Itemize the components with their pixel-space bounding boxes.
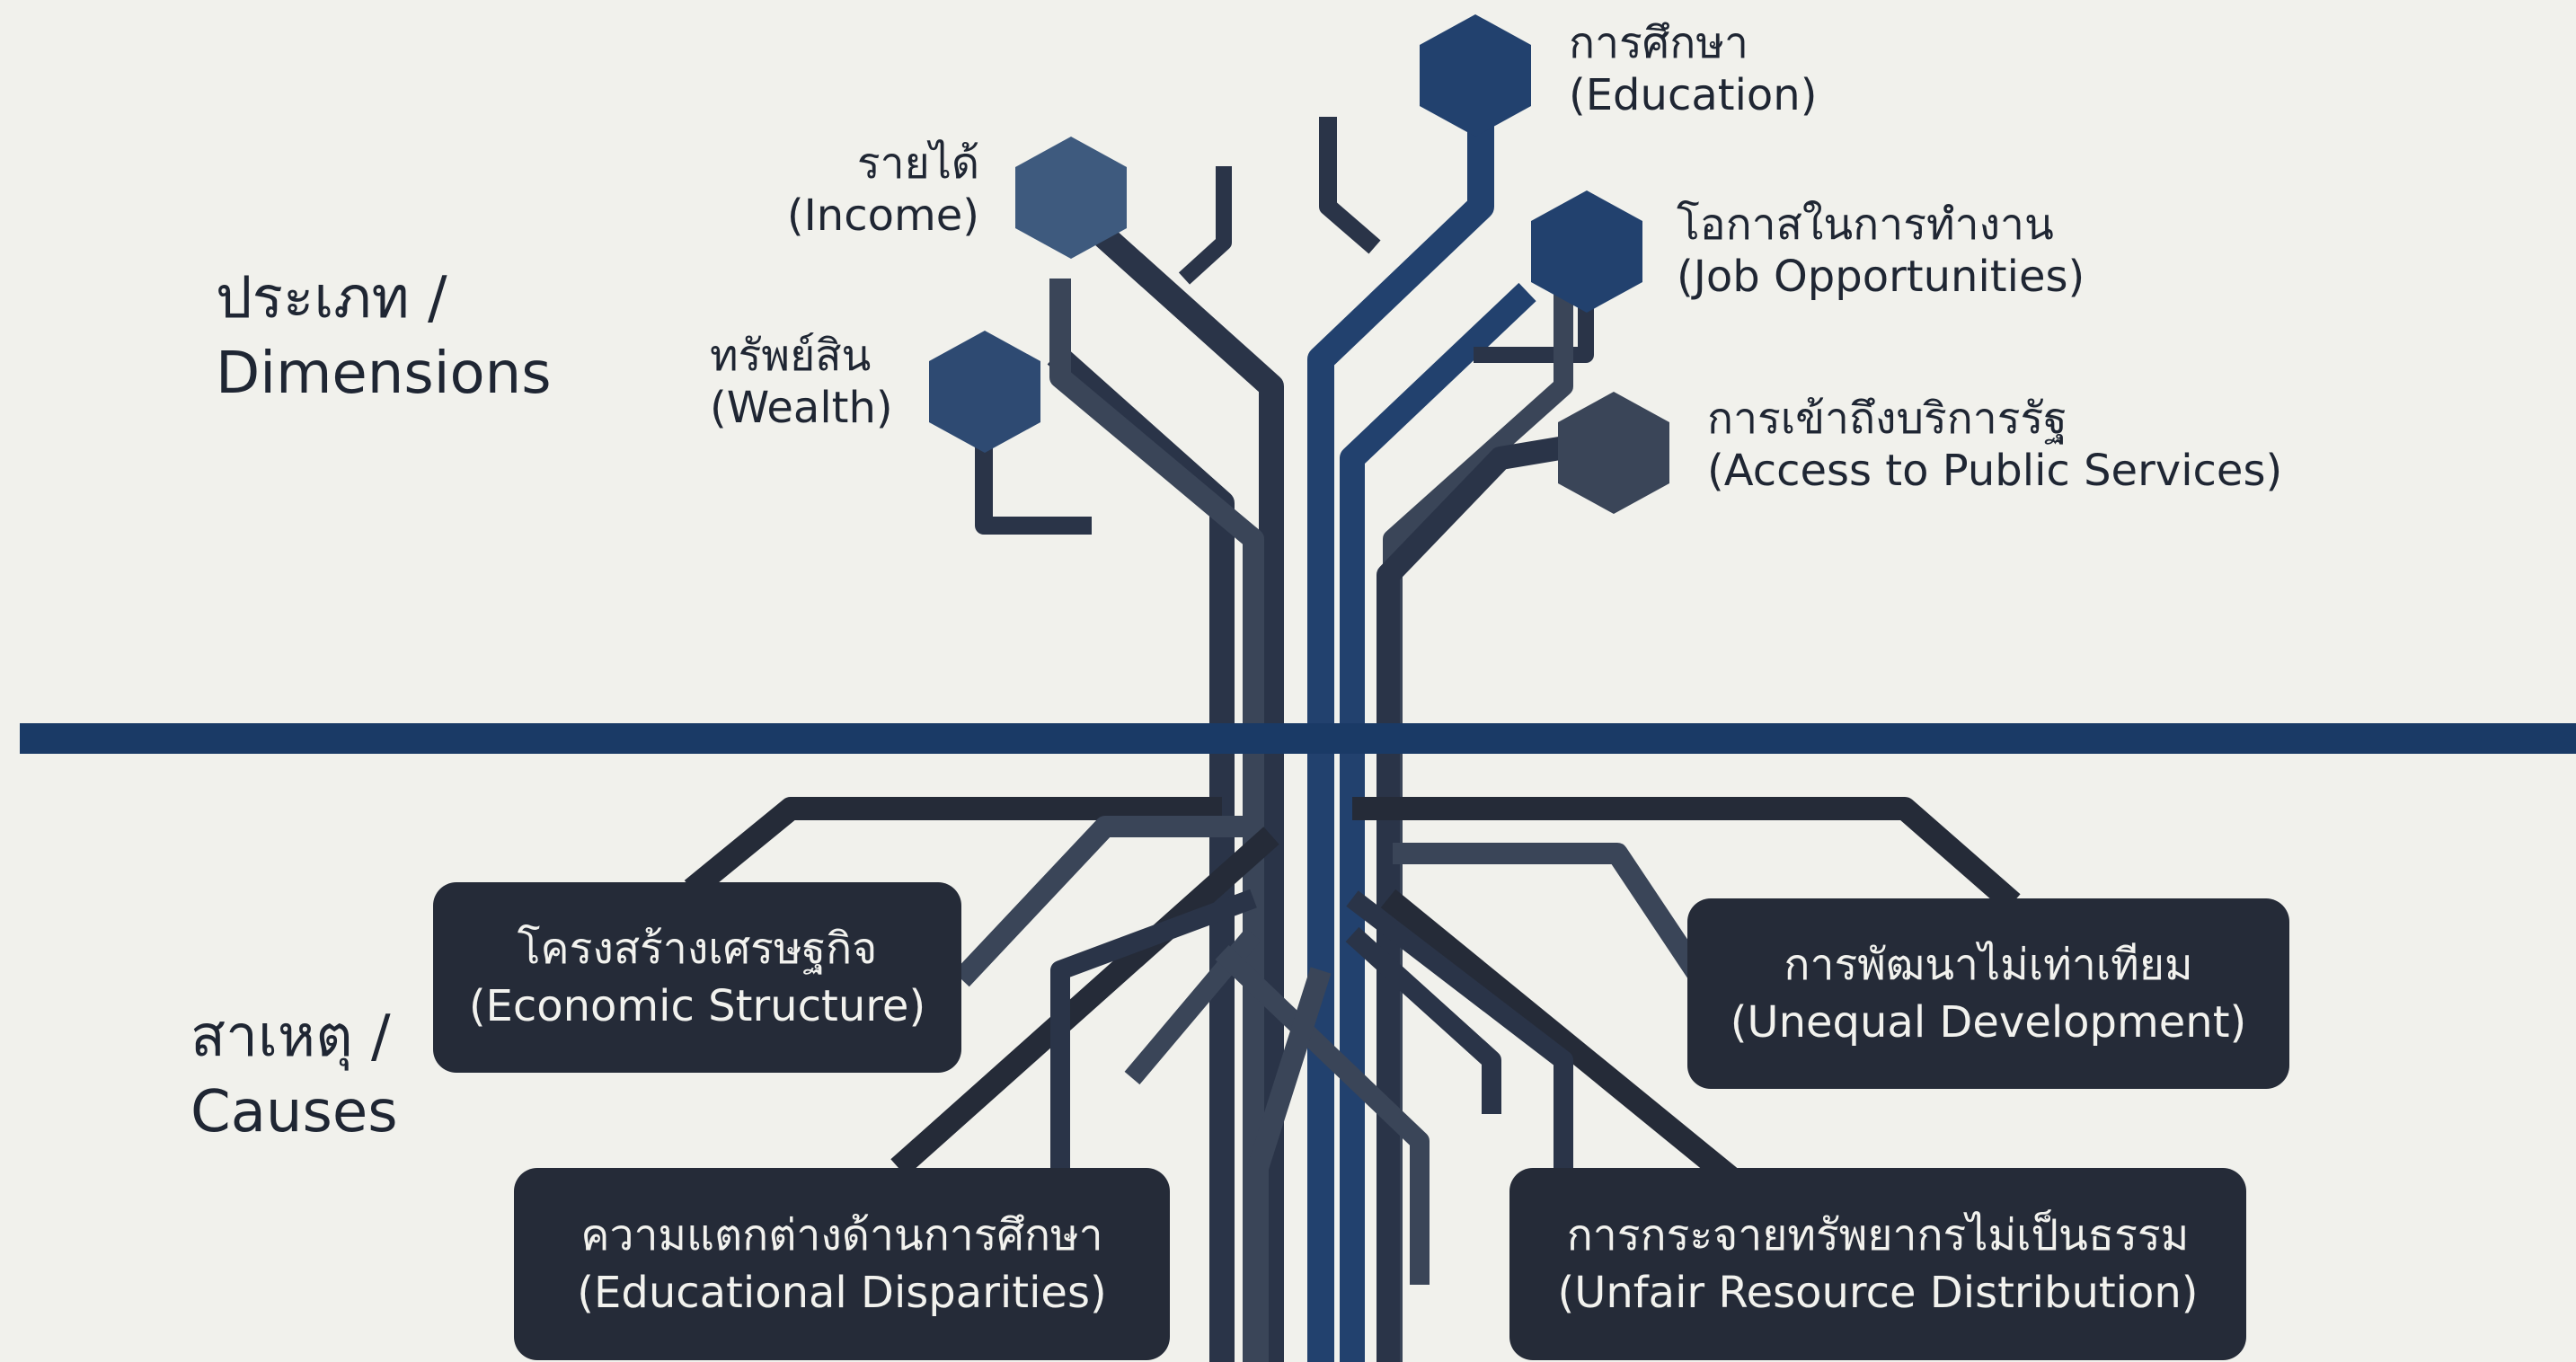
root-unequal-development-2: [1393, 843, 1716, 995]
branch-job: [1340, 282, 1536, 1362]
cause-educational-disparities-th: ความแตกต่างด้านการศึกษา: [580, 1210, 1103, 1260]
branch-income-twig: [1178, 166, 1232, 285]
dimension-public-services-en: (Access to Public Services): [1707, 445, 2283, 496]
branch-income: [1087, 219, 1284, 1362]
cause-box-economic-structure: โครงสร้างเศรษฐกิจ (Economic Structure): [433, 882, 961, 1073]
dimension-income-th: รายได้: [856, 138, 979, 189]
dimension-income-en: (Income): [786, 190, 979, 241]
causes-label-th: สาเหตุ /: [190, 1004, 391, 1070]
hex-node-public-services: [1558, 392, 1669, 514]
cause-unfair-resource-distribution-th: การกระจายทรัพยากรไม่เป็นธรรม: [1566, 1210, 2190, 1260]
cause-unequal-development-th: การพัฒนาไม่เท่าเทียม: [1784, 940, 2193, 990]
dimension-label-wealth: ทรัพย์สิน (Wealth): [710, 331, 893, 434]
dimension-public-services-th: การเข้าถึงบริการรัฐ: [1707, 394, 2067, 444]
dimension-label-education: การศึกษา (Education): [1569, 18, 1817, 121]
cause-unfair-resource-distribution-en: (Unfair Resource Distribution): [1557, 1268, 2199, 1318]
dimension-job-th: โอกาสในการทำงาน: [1677, 199, 2054, 250]
branch-income-inner: [1049, 279, 1264, 1362]
root-educational-disparities-2: [1050, 889, 1257, 1168]
branch-job-twig: [1474, 305, 1594, 363]
dimension-wealth-en: (Wealth): [710, 382, 893, 433]
hex-node-wealth: [929, 331, 1040, 453]
hex-node-job: [1531, 190, 1642, 313]
dimensions-section-label: ประเภท / Dimensions: [216, 261, 552, 411]
cause-economic-structure-en: (Economic Structure): [468, 981, 926, 1031]
dimension-label-job: โอกาสในการทำงาน (Job Opportunities): [1677, 199, 2085, 303]
root-economic-structure-2: [953, 816, 1253, 987]
root-unfair-distribution: [1380, 889, 1738, 1187]
branch-education: [1307, 126, 1494, 1362]
root-unequal-development: [1352, 797, 2021, 912]
branch-education-twig: [1319, 117, 1381, 254]
dimension-education-en: (Education): [1569, 69, 1818, 120]
cause-educational-disparities-en: (Educational Disparities): [577, 1268, 1107, 1318]
root-economic-structure: [684, 797, 1222, 899]
divider-line: [20, 723, 2576, 754]
root-educational-disparities: [890, 827, 1279, 1177]
dimension-wealth-th: ทรัพย์สิน: [710, 331, 872, 381]
cause-unequal-development-en: (Unequal Development): [1730, 997, 2247, 1048]
hex-node-education: [1420, 14, 1531, 137]
hex-node-income: [1015, 137, 1127, 259]
causes-label-en: Causes: [190, 1079, 398, 1145]
dimension-job-en: (Job Opportunities): [1677, 251, 2085, 302]
cause-box-unequal-development: การพัฒนาไม่เท่าเทียม (Unequal Developmen…: [1687, 898, 2289, 1089]
dimension-label-income: รายได้ (Income): [719, 138, 979, 242]
cause-economic-structure-th: โครงสร้างเศรษฐกิจ: [517, 924, 878, 974]
root-unfair-distribution-2: [1346, 890, 1573, 1168]
root-mid-d: [1247, 967, 1332, 1362]
dimension-education-th: การศึกษา: [1569, 18, 1748, 68]
dimensions-label-th: ประเภท /: [216, 265, 447, 332]
dimensions-label-en: Dimensions: [216, 340, 552, 407]
cause-box-unfair-resource-distribution: การกระจายทรัพยากรไม่เป็นธรรม (Unfair Res…: [1509, 1168, 2246, 1360]
cause-box-educational-disparities: ความแตกต่างด้านการศึกษา (Educational Dis…: [514, 1168, 1170, 1360]
causes-section-label: สาเหตุ / Causes: [190, 999, 398, 1150]
dimension-label-public-services: การเข้าถึงบริการรัฐ (Access to Public Se…: [1707, 394, 2282, 497]
root-mid-c: [1345, 926, 1501, 1114]
root-mid-b: [1215, 945, 1430, 1285]
